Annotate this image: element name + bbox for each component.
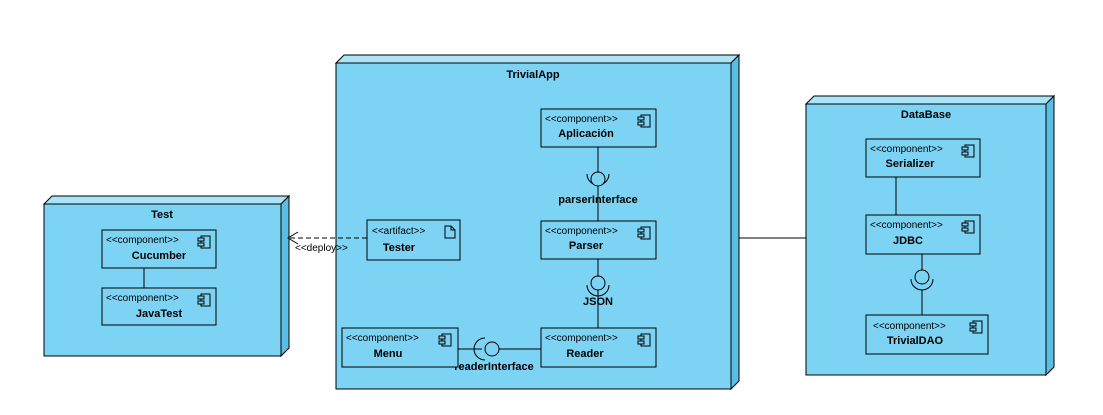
deploy-label: <<deploy>> [295,243,348,254]
json-label: JSON [583,296,613,308]
component-parser[interactable]: <<component>> Parser [540,220,657,260]
component-name: Cucumber [132,250,187,262]
artifact-tester[interactable]: <<artifact>> Tester [366,219,461,261]
component-name: JDBC [893,235,923,247]
component-name: Parser [569,240,604,252]
component-icon [637,333,651,347]
component-stereotype: <<component>> [346,333,419,344]
component-icon [197,293,211,307]
component-icon [637,226,651,240]
component-menu[interactable]: <<component>> Menu [341,327,459,368]
component-stereotype: <<component>> [873,321,946,332]
component-stereotype: <<component>> [106,235,179,246]
component-name: Menu [374,348,403,360]
interface-parser: parserInterface [558,147,638,221]
component-aplicacion[interactable]: <<component>> Aplicación [540,108,657,148]
interface-reader: readerInterface [454,337,541,373]
interface-dao [910,254,934,315]
component-jdbc[interactable]: <<component>> JDBC [865,214,981,255]
component-stereotype: <<component>> [545,114,618,125]
component-icon [438,333,452,347]
component-stereotype: <<component>> [545,226,618,237]
interface-json: JSON [583,259,613,328]
component-cucumber[interactable]: <<component>> Cucumber [101,229,217,269]
deploy-dependency: <<deploy>> [287,231,367,254]
artifact-name: Tester [383,242,416,254]
component-stereotype: <<component>> [870,220,943,231]
component-trivialdao[interactable]: <<component>> TrivialDAO [865,314,989,355]
component-serializer[interactable]: <<component>> Serializer [865,138,981,178]
component-icon [637,114,651,128]
component-icon [961,144,975,158]
component-stereotype: <<component>> [106,293,179,304]
component-reader[interactable]: <<component>> Reader [540,327,657,368]
component-name: Reader [566,348,604,360]
reader-interface-label: readerInterface [454,361,534,373]
component-stereotype: <<component>> [870,144,943,155]
node-test-title: Test [151,209,173,221]
component-icon [961,220,975,234]
component-name: JavaTest [136,308,183,320]
component-icon [969,320,983,334]
component-stereotype: <<component>> [545,333,618,344]
component-name: Aplicación [558,128,614,140]
node-test[interactable]: Test [42,194,291,358]
artifact-stereotype: <<artifact>> [372,226,426,237]
component-name: TrivialDAO [887,335,944,347]
component-icon [197,235,211,249]
component-name: Serializer [886,158,936,170]
node-database-title: DataBase [901,109,951,121]
node-trivialapp-title: TrivialApp [506,69,559,81]
component-javatest[interactable]: <<component>> JavaTest [101,287,217,326]
artifact-document-icon [444,225,456,239]
parser-interface-label: parserInterface [558,194,638,206]
